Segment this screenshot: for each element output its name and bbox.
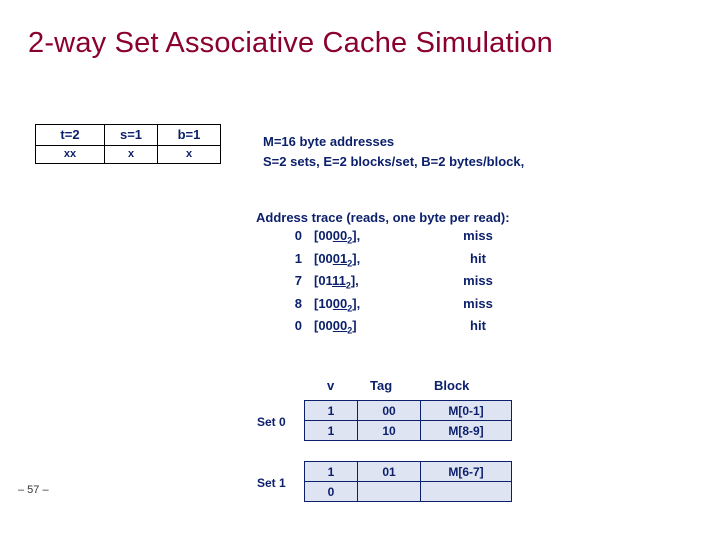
- address-trace: Address trace (reads, one byte per read)…: [256, 210, 520, 340]
- table-row: 1 10 M[8-9]: [304, 420, 512, 441]
- address-format-table: t=2 s=1 b=1 xx x x: [35, 124, 221, 164]
- trace-result: miss: [463, 295, 493, 311]
- trace-result: hit: [470, 250, 486, 266]
- trace-row: 0 [00002] hit: [256, 317, 520, 340]
- address-trace-heading: Address trace (reads, one byte per read)…: [256, 210, 510, 225]
- trace-bits: [01112],: [314, 273, 359, 291]
- trace-address: 7: [294, 273, 302, 289]
- cache-header-tag: Tag: [370, 378, 393, 393]
- set0-line1-valid: 1: [304, 420, 358, 441]
- addr-value-offset: x: [157, 145, 221, 164]
- table-row: t=2 s=1 b=1: [35, 124, 221, 146]
- trace-result: hit: [470, 318, 486, 334]
- set0-line0-valid: 1: [304, 400, 358, 421]
- cache-header-block: Block: [434, 378, 470, 393]
- address-trace-rows: 0 [00002], miss 1 [00012], hit 7 [01112]…: [256, 227, 520, 340]
- trace-address: 0: [294, 318, 302, 334]
- memory-description: M=16 byte addresses S=2 sets, E=2 blocks…: [263, 132, 524, 172]
- trace-row: 0 [00002], miss: [256, 227, 520, 250]
- trace-bits: [10002],: [314, 295, 361, 314]
- cache-geometry-line: S=2 sets, E=2 blocks/set, B=2 bytes/bloc…: [263, 154, 525, 169]
- table-row: 1 01 M[6-7]: [304, 461, 512, 482]
- set1-line1-valid: 0: [304, 481, 358, 502]
- set0-line0-block: M[0-1]: [420, 400, 512, 421]
- cache-set-0-table: 1 00 M[0-1] 1 10 M[8-9]: [304, 400, 512, 441]
- set0-line0-tag: 00: [357, 400, 421, 421]
- addr-field-offset-bits: b=1: [157, 124, 221, 146]
- trace-row: 7 [01112], miss: [256, 272, 520, 295]
- set1-line1-tag: [357, 481, 421, 502]
- trace-bits: [00012],: [314, 250, 361, 269]
- page-number: – 57 –: [18, 484, 49, 496]
- trace-row: 8 [10002], miss: [256, 295, 520, 318]
- set-0-label: Set 0: [257, 415, 286, 429]
- table-row: xx x x: [35, 145, 221, 164]
- cache-set-1-table: 1 01 M[6-7] 0: [304, 461, 512, 502]
- set1-line0-valid: 1: [304, 461, 358, 482]
- trace-address: 8: [294, 295, 302, 311]
- trace-bits: [00002]: [314, 318, 357, 336]
- addr-field-tag-bits: t=2: [35, 124, 105, 146]
- set0-line1-block: M[8-9]: [420, 420, 512, 441]
- cache-header-valid: v: [327, 378, 335, 393]
- set-1-label: Set 1: [257, 476, 286, 490]
- set0-line1-tag: 10: [357, 420, 421, 441]
- memory-size-line: M=16 byte addresses: [263, 134, 395, 149]
- set1-line0-tag: 01: [357, 461, 421, 482]
- trace-address: 1: [294, 250, 302, 266]
- trace-bits: [00002],: [314, 228, 361, 246]
- set1-line1-block: [420, 481, 512, 502]
- trace-result: miss: [463, 273, 493, 289]
- set1-line0-block: M[6-7]: [420, 461, 512, 482]
- trace-result: miss: [463, 228, 493, 243]
- addr-value-tag: xx: [35, 145, 105, 164]
- page-title: 2-way Set Associative Cache Simulation: [28, 27, 554, 59]
- trace-row: 1 [00012], hit: [256, 250, 520, 273]
- trace-address: 0: [294, 228, 302, 243]
- addr-value-set: x: [104, 145, 158, 164]
- addr-field-set-bits: s=1: [104, 124, 158, 146]
- table-row: 1 00 M[0-1]: [304, 400, 512, 421]
- table-row: 0: [304, 481, 512, 502]
